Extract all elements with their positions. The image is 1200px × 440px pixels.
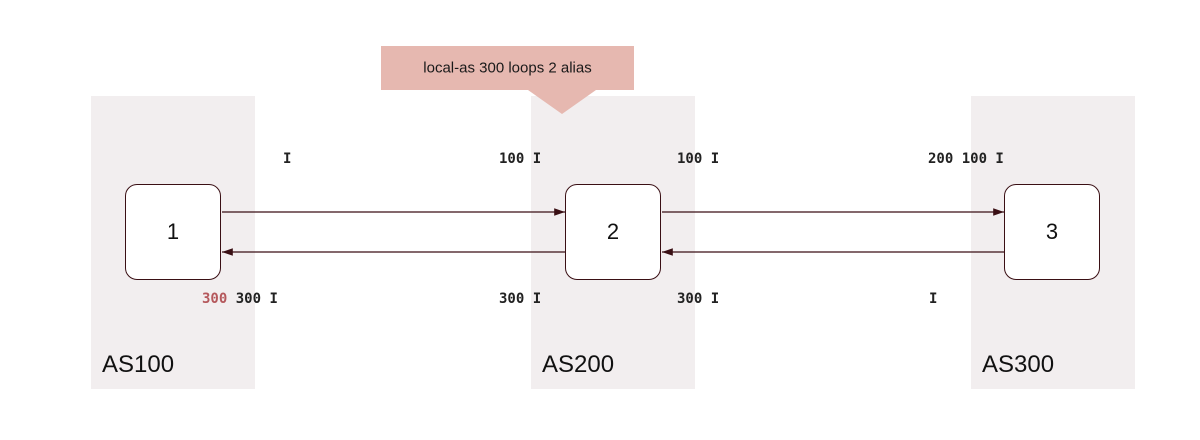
config-callout: local-as 300 loops 2 alias [381, 46, 634, 90]
as-path-r2-in-from-3: 300 I [677, 291, 720, 307]
as-path-r2-in-from-1: 100 I [499, 151, 542, 167]
router-3-label: 3 [1045, 219, 1059, 244]
as-path-r3-in: 200 100 I [928, 151, 1004, 167]
as-path-r3-out: I [929, 291, 938, 307]
as-path-r2-out-to-3: 100 I [677, 151, 720, 167]
as-path-r1-out: I [283, 151, 292, 167]
callout-text: local-as 300 loops 2 alias [423, 59, 592, 77]
as-path-r1-in-rest: 300 I [227, 291, 278, 307]
router-1-label: 1 [166, 219, 180, 244]
prepended-as-highlight: 300 [202, 291, 228, 307]
router-2-label: 2 [606, 219, 620, 244]
as-path-r2-out-to-1: 300 I [499, 291, 542, 307]
router-1: 1 [125, 184, 221, 280]
as300-label: AS300 [982, 351, 1055, 378]
as200-label: AS200 [542, 351, 615, 378]
router-2: 2 [565, 184, 661, 280]
as-path-r1-in: 300 300 I [202, 291, 278, 307]
callout-pointer [528, 90, 596, 114]
as100-label: AS100 [102, 351, 175, 378]
router-3: 3 [1004, 184, 1100, 280]
